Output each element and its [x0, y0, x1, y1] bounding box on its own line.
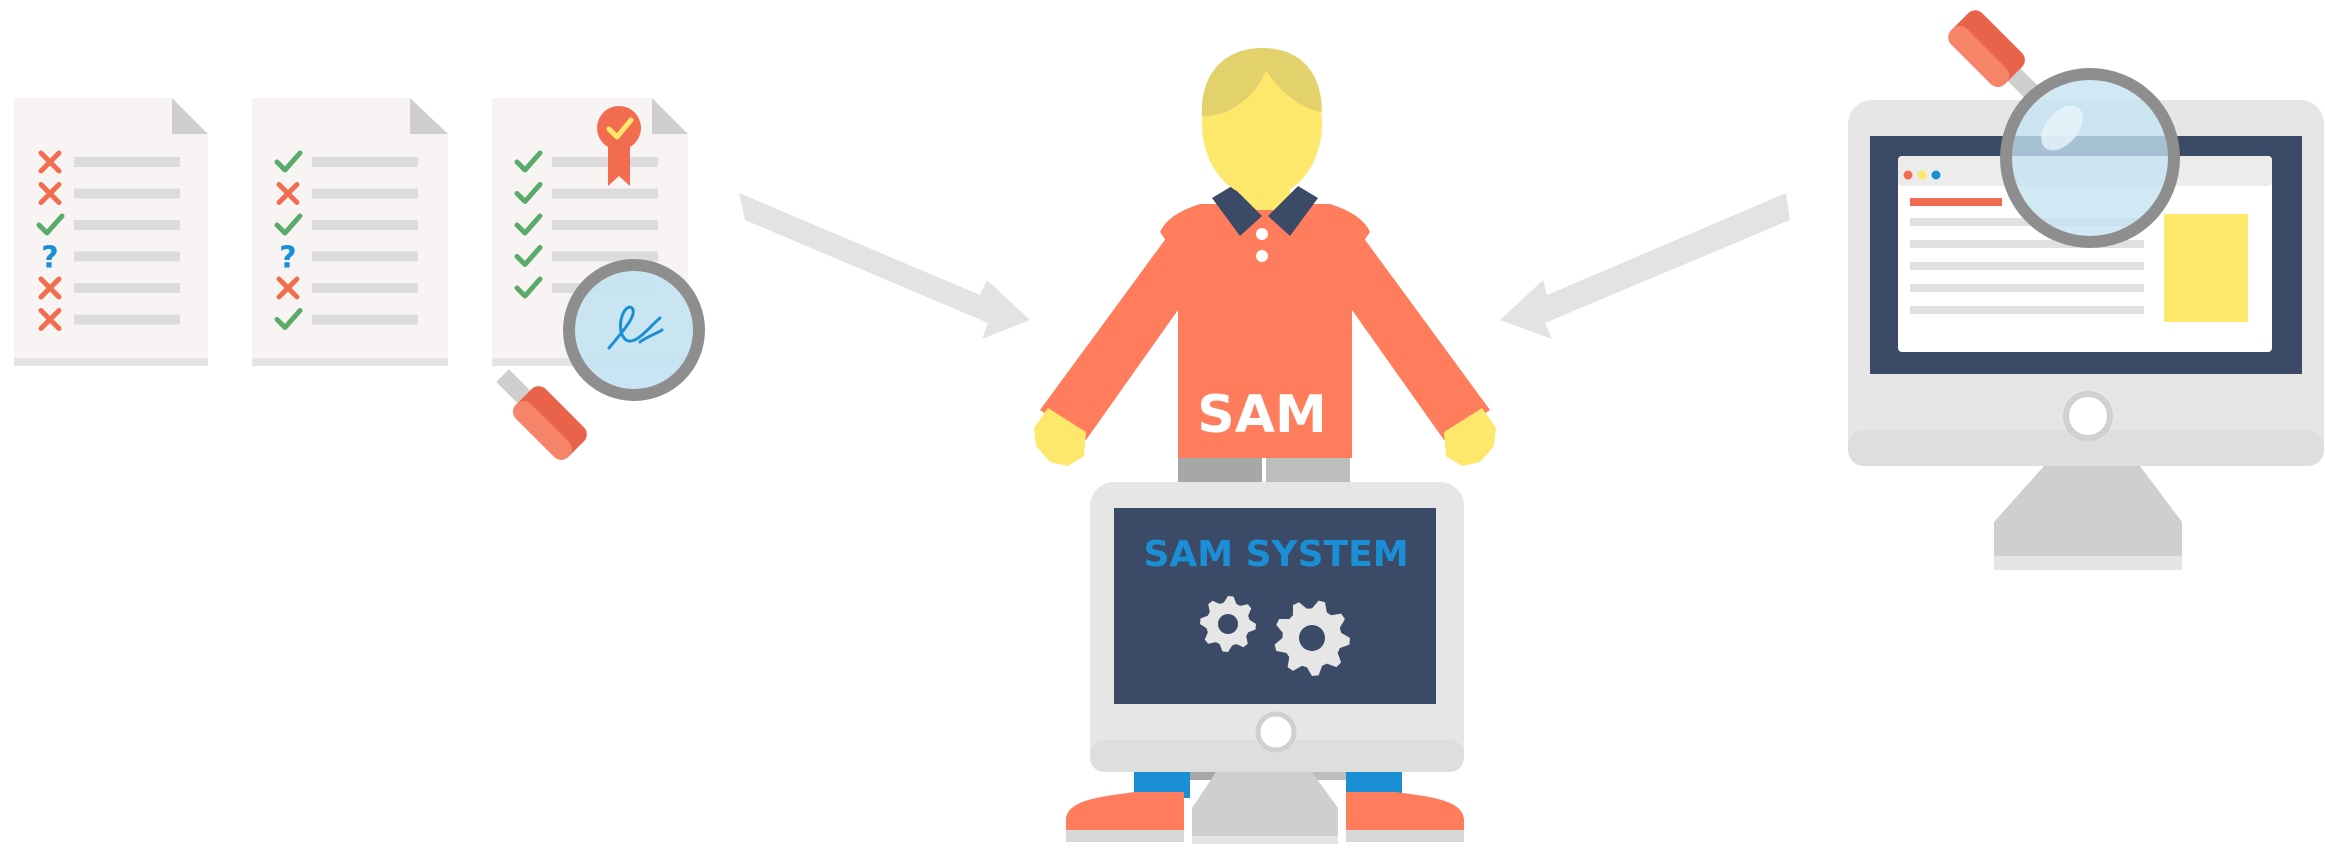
arrow-right-icon — [739, 193, 1030, 339]
left-hand — [1034, 408, 1086, 466]
right-shoe — [1346, 792, 1464, 842]
shirt-label: SAM — [1197, 385, 1326, 445]
cross-icon — [38, 276, 62, 300]
document-2-marks: ? — [274, 150, 418, 330]
cross-icon — [38, 308, 62, 331]
check-icon — [36, 213, 65, 236]
text-line — [312, 188, 418, 199]
text-line — [312, 157, 418, 167]
text-line — [312, 220, 418, 230]
document-1: ? — [14, 98, 208, 366]
check-icon — [514, 213, 543, 236]
text-line — [312, 251, 418, 262]
cross-icon — [276, 182, 300, 205]
cross-icon — [276, 276, 300, 300]
text-line — [312, 283, 418, 293]
gear-icon — [1200, 596, 1256, 652]
text-line — [552, 220, 658, 230]
magnifying-glass-signature-icon — [496, 259, 705, 460]
check-icon — [274, 213, 303, 236]
cross-icon — [38, 182, 62, 205]
text-line — [74, 251, 180, 262]
arrow-left-icon — [1500, 193, 1790, 339]
text-line — [552, 188, 658, 199]
document-1-marks: ? — [36, 150, 180, 331]
monitor-screen — [1114, 508, 1436, 704]
check-icon — [514, 245, 543, 267]
gear-icon-large — [1274, 600, 1350, 676]
check-icon — [274, 150, 303, 173]
text-line — [74, 220, 180, 230]
text-line — [74, 188, 180, 199]
question-icon: ? — [41, 241, 58, 276]
text-line — [74, 314, 180, 325]
document-2: ? — [252, 98, 448, 366]
check-icon — [514, 182, 543, 204]
text-line — [74, 157, 180, 167]
question-icon: ? — [279, 241, 296, 276]
text-line — [74, 283, 180, 293]
magnifying-glass-icon — [1948, 10, 2180, 248]
award-ribbon-icon — [597, 106, 641, 186]
text-line — [552, 251, 658, 262]
check-icon — [514, 150, 543, 173]
check-icon — [514, 276, 543, 299]
text-line — [552, 157, 658, 167]
screen-title: SAM SYSTEM — [1143, 534, 1408, 575]
text-line — [312, 314, 418, 325]
center-monitor: SAM SYSTEM — [1090, 482, 1464, 844]
check-icon — [274, 308, 303, 330]
right-hand — [1444, 408, 1496, 466]
left-shoe — [1066, 792, 1184, 842]
power-button — [1255, 711, 1297, 753]
cross-icon — [38, 150, 62, 174]
